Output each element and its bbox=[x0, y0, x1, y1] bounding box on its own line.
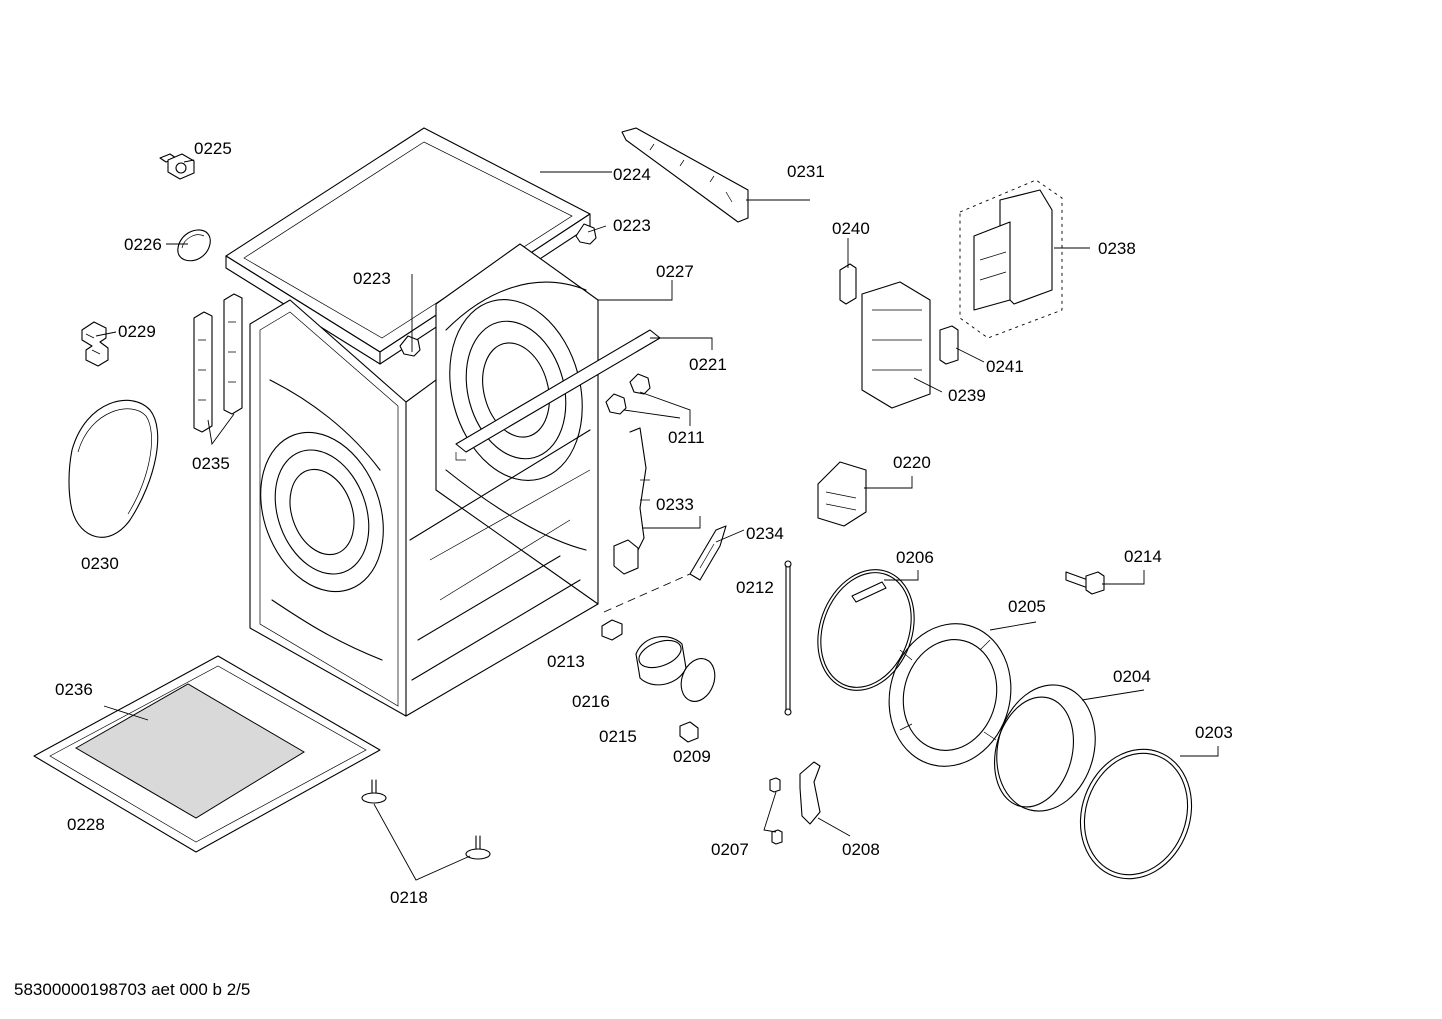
callout-0230: 0230 bbox=[81, 554, 119, 573]
part-0231-bracket bbox=[621, 127, 749, 223]
part-0218-feet bbox=[361, 779, 491, 860]
part-0206-clamp-ring bbox=[817, 569, 915, 691]
part-0229-clip bbox=[81, 321, 109, 367]
part-0236-insulation-pad bbox=[75, 683, 305, 819]
part-0238-control-board bbox=[959, 179, 1063, 339]
part-0207-small-parts bbox=[769, 777, 783, 845]
part-0208-hinge bbox=[799, 761, 821, 825]
callout-0228: 0228 bbox=[67, 815, 105, 834]
callout-0229: 0229 bbox=[118, 322, 156, 341]
part-0203-door-ring bbox=[1079, 748, 1193, 880]
leader-lines bbox=[95, 159, 1219, 881]
callout-0234: 0234 bbox=[746, 524, 784, 543]
callout-0207: 0207 bbox=[711, 840, 749, 859]
callout-0218: 0218 bbox=[390, 888, 428, 907]
callout-0213: 0213 bbox=[547, 652, 585, 671]
callout-0241: 0241 bbox=[986, 357, 1024, 376]
part-0215-cap bbox=[680, 658, 716, 702]
part-0223-clips bbox=[399, 223, 597, 357]
callout-0231: 0231 bbox=[787, 162, 825, 181]
callout-0208: 0208 bbox=[842, 840, 880, 859]
callout-0240: 0240 bbox=[832, 219, 870, 238]
part-0211-clips bbox=[605, 373, 651, 415]
callout-0216: 0216 bbox=[572, 692, 610, 711]
callout-0236: 0236 bbox=[55, 680, 93, 699]
callout-0221: 0221 bbox=[689, 355, 727, 374]
callout-0225: 0225 bbox=[194, 139, 232, 158]
part-0225-cap bbox=[159, 153, 195, 180]
callout-0215: 0215 bbox=[599, 727, 637, 746]
part-0240-connector bbox=[839, 263, 857, 305]
callout-0220: 0220 bbox=[893, 453, 931, 472]
part-0226-ring bbox=[177, 229, 211, 262]
callout-0209: 0209 bbox=[673, 747, 711, 766]
cabinet-housing bbox=[249, 243, 661, 717]
part-0213-block bbox=[601, 619, 623, 641]
callout-0238: 0238 bbox=[1098, 239, 1136, 258]
part-0214-pin bbox=[1065, 571, 1105, 595]
callout-0239: 0239 bbox=[948, 386, 986, 405]
callout-0204: 0204 bbox=[1113, 667, 1151, 686]
part-0234-angle bbox=[689, 525, 727, 581]
part-0241-small-board bbox=[939, 325, 959, 365]
callout-0214: 0214 bbox=[1124, 547, 1162, 566]
callout-0223-upper: 0223 bbox=[613, 216, 651, 235]
part-0204-door-glass bbox=[993, 684, 1096, 812]
assembly-axis-line bbox=[603, 573, 691, 613]
part-0233-wiring bbox=[613, 427, 650, 575]
part-0235-rails bbox=[193, 293, 243, 433]
callout-0203: 0203 bbox=[1195, 723, 1233, 742]
callout-0227: 0227 bbox=[656, 262, 694, 281]
callout-0224: 0224 bbox=[613, 165, 651, 184]
part-0209-fitting bbox=[679, 721, 699, 743]
part-0230-gasket bbox=[68, 399, 159, 538]
callout-0211: 0211 bbox=[668, 428, 705, 447]
callout-0206: 0206 bbox=[896, 548, 934, 567]
part-0205-door-frame bbox=[888, 623, 1012, 767]
callout-0212: 0212 bbox=[736, 578, 774, 597]
part-0212-rod bbox=[784, 560, 792, 716]
part-0220-door-lock bbox=[817, 461, 867, 527]
callout-0226: 0226 bbox=[124, 235, 162, 254]
callout-labels: 0225 0224 0231 0223 0226 0240 0238 0223 … bbox=[55, 139, 1233, 907]
part-0239-module-housing bbox=[861, 281, 931, 409]
callout-0205: 0205 bbox=[1008, 597, 1046, 616]
callout-0223-lower: 0223 bbox=[353, 269, 391, 288]
document-id-footer: 58300000198703 aet 000 b 2/5 bbox=[14, 980, 251, 999]
callout-0233: 0233 bbox=[656, 495, 694, 514]
part-0216-pump-housing bbox=[635, 636, 687, 686]
callout-0235: 0235 bbox=[192, 454, 230, 473]
